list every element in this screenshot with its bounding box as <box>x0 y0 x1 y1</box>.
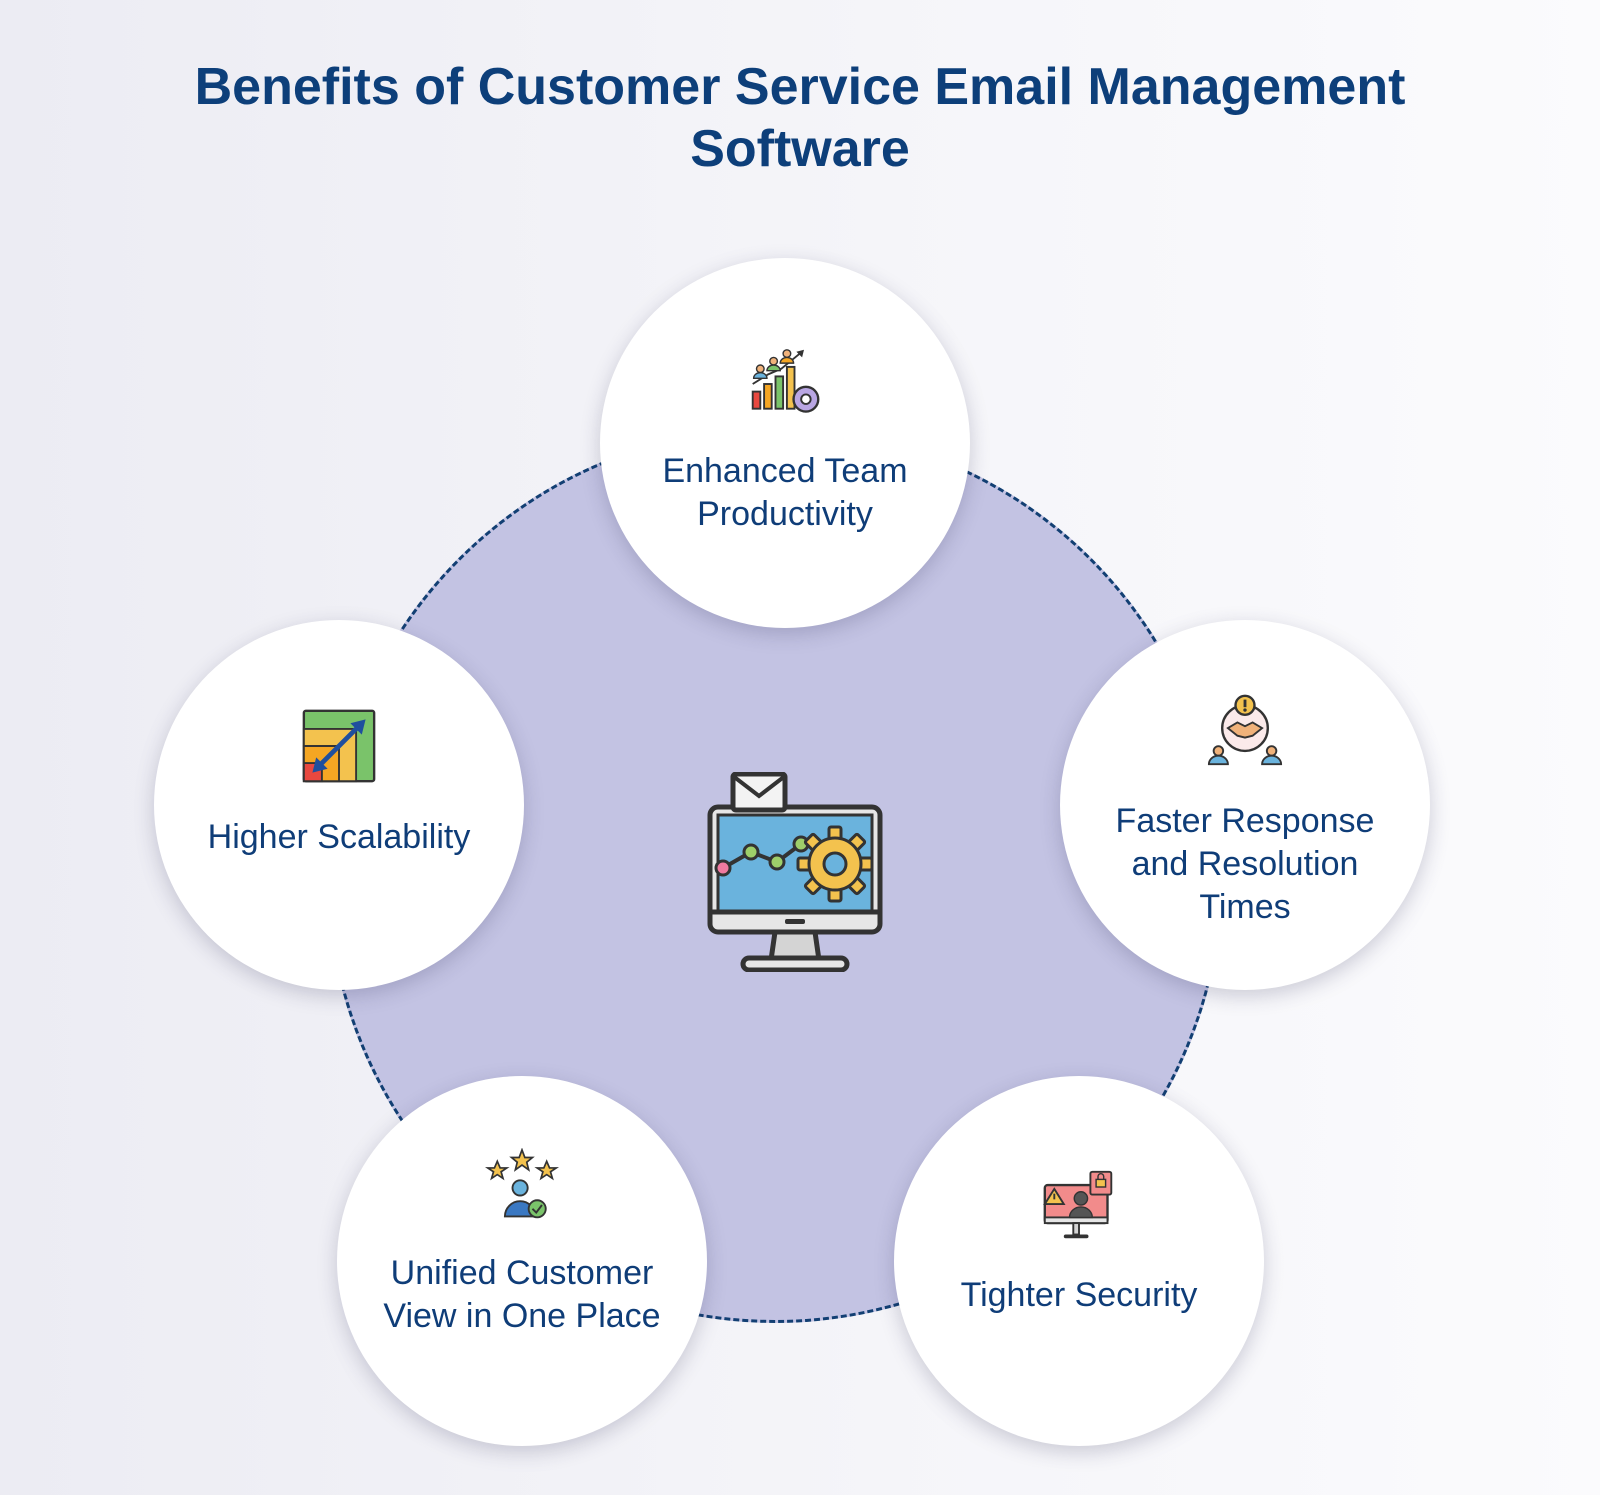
benefit-label: Enhanced Team Productivity <box>662 452 908 533</box>
benefit-label: Unified Customer View in One Place <box>383 1254 661 1335</box>
monitor-email-analytics-icon <box>707 772 883 972</box>
customer-rating-icon <box>484 1148 560 1219</box>
benefit-tighter-security: Tighter Security <box>894 1076 1264 1446</box>
handshake-alert-icon <box>1207 694 1283 766</box>
benefit-label: Tighter Security <box>960 1276 1198 1314</box>
benefit-faster-response: Faster Response and Resolution Times <box>1060 620 1430 990</box>
benefit-enhanced-team-productivity: Enhanced Team Productivity <box>600 258 970 628</box>
benefit-label: Faster Response and Resolution Times <box>1115 802 1375 926</box>
benefit-higher-scalability: Higher Scalability <box>154 620 524 990</box>
scalability-chart-icon <box>302 709 376 783</box>
security-monitor-icon <box>1043 1170 1113 1239</box>
benefit-label: Higher Scalability <box>207 818 471 856</box>
team-growth-chart-icon <box>751 349 820 413</box>
page-title: Benefits of Customer Service Email Manag… <box>194 58 1406 178</box>
benefit-unified-customer-view: Unified Customer View in One Place <box>337 1076 707 1446</box>
